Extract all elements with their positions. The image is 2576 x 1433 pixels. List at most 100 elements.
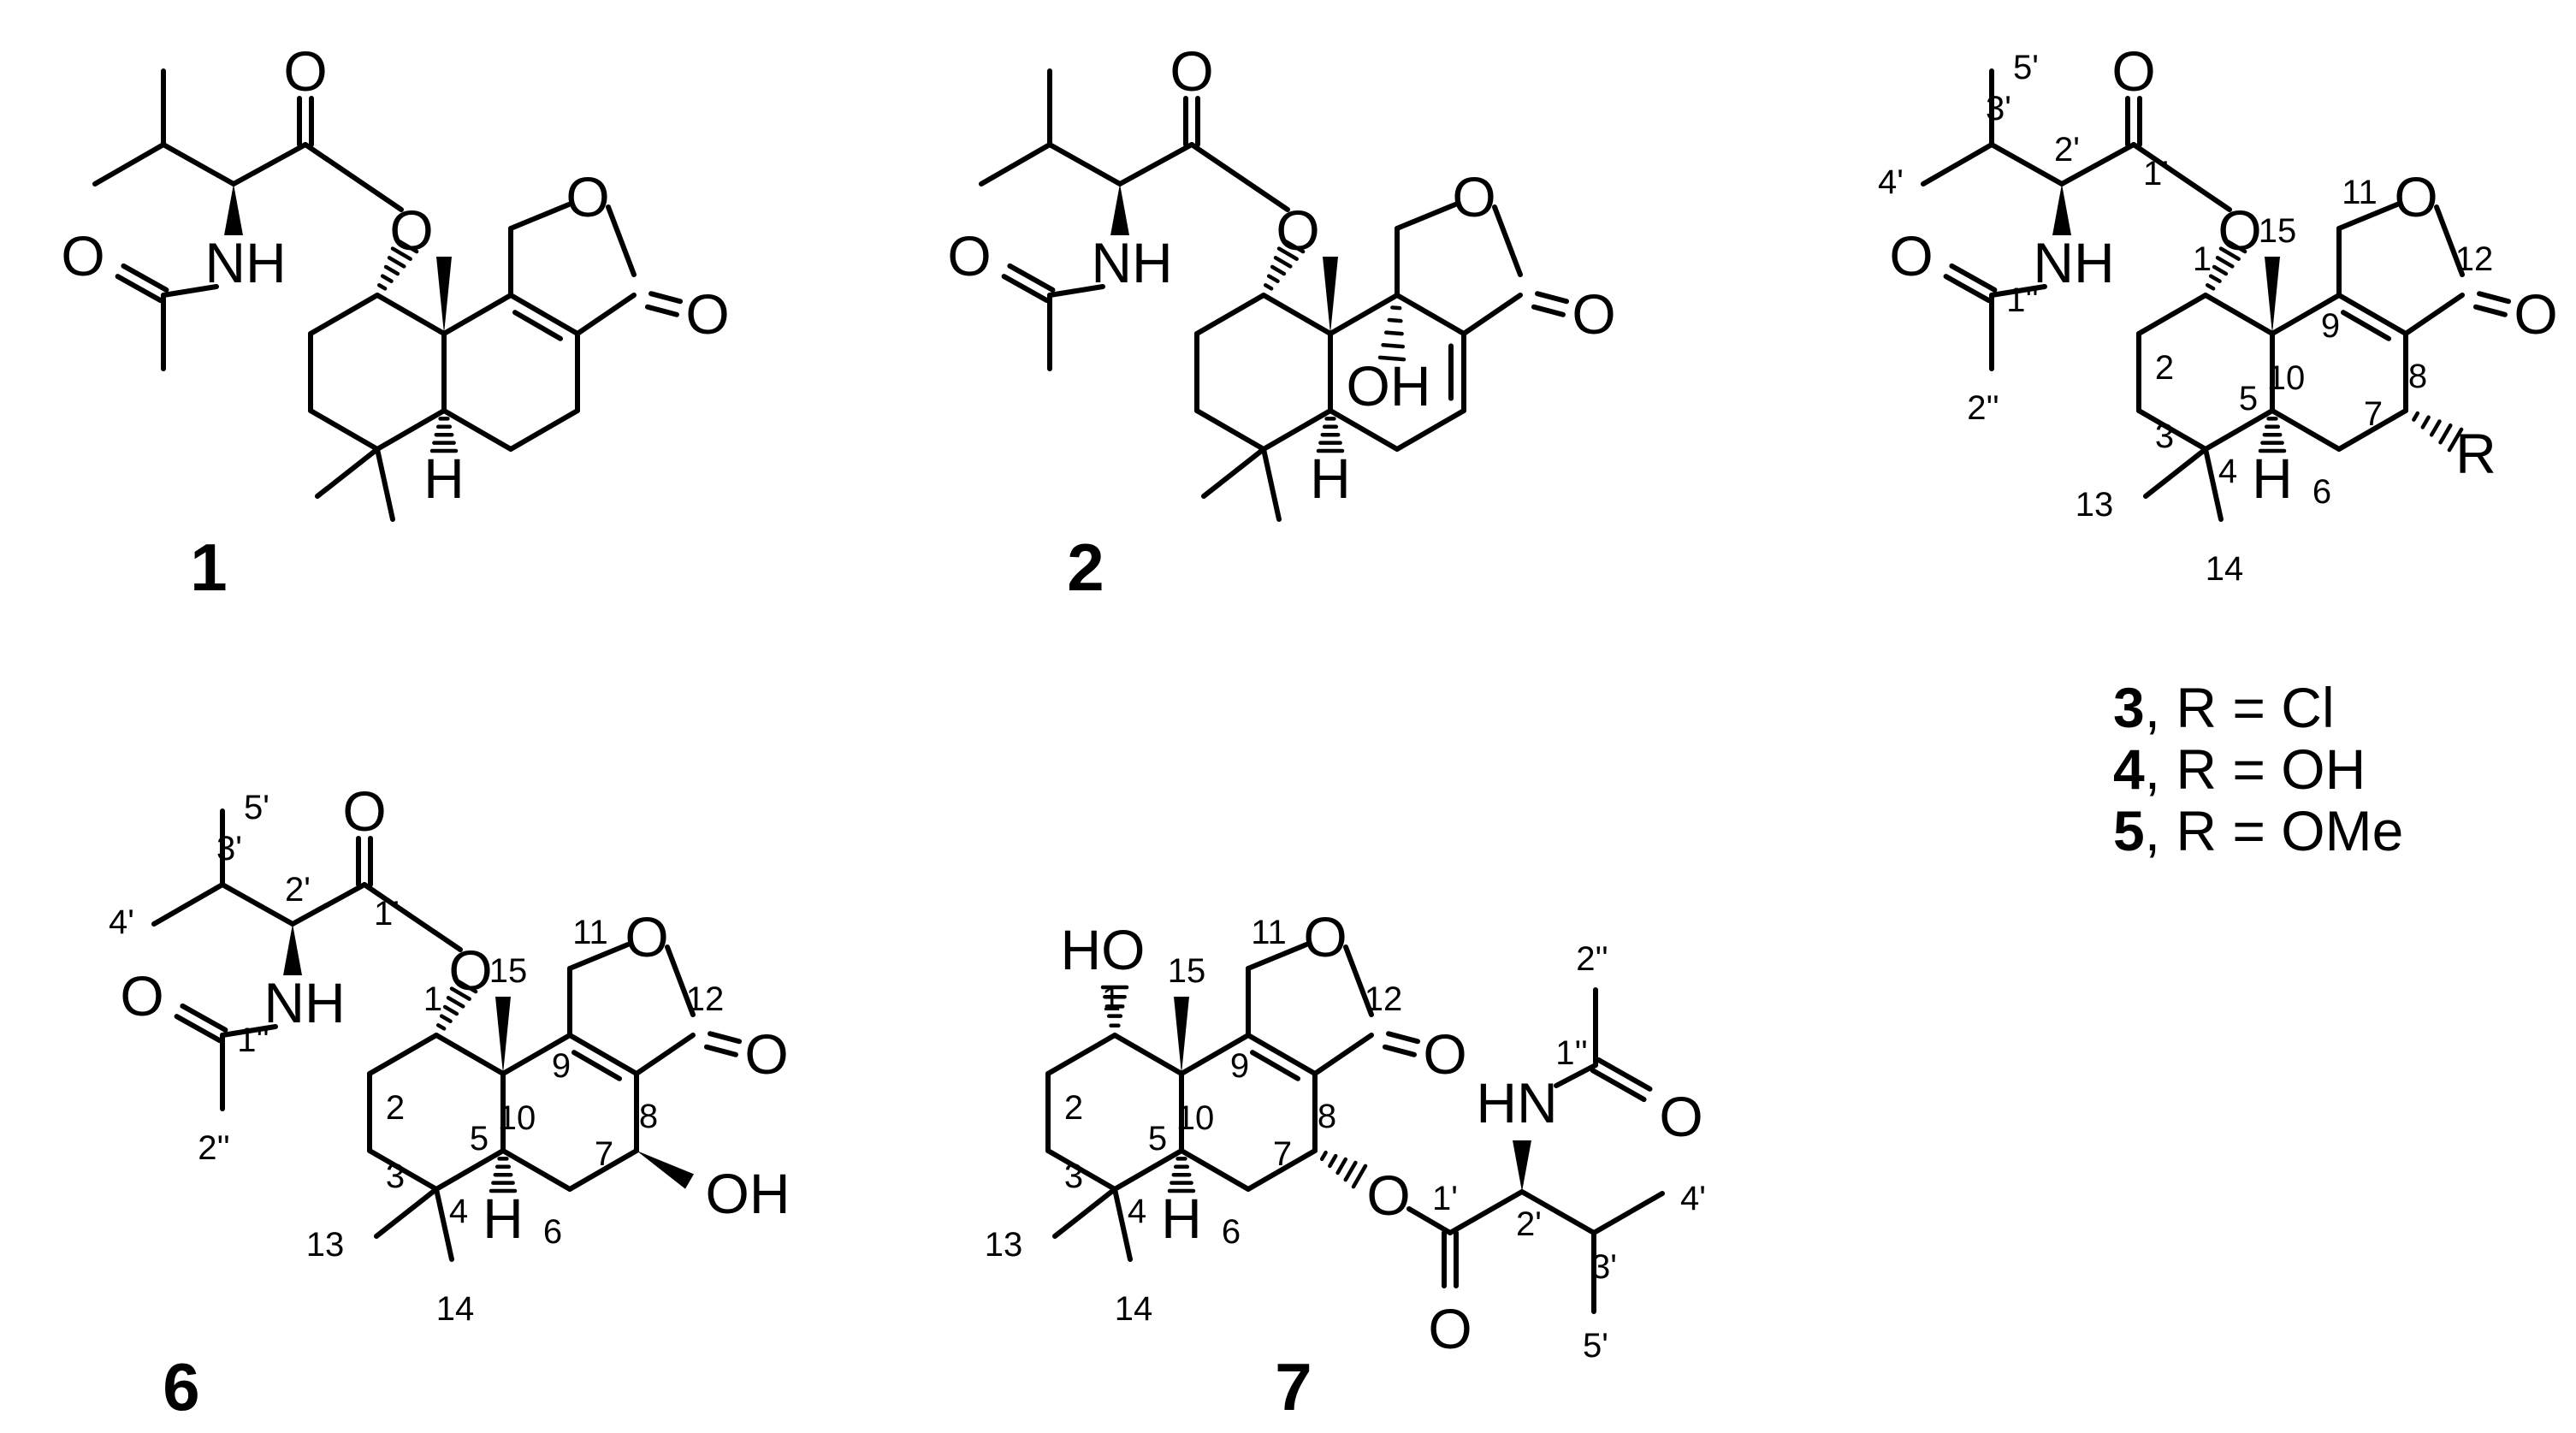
locant-label: 2'' [1576, 940, 1608, 978]
compound-number: 2 [1067, 530, 1104, 605]
oxygen-label: O [1572, 282, 1615, 346]
locant-label: 3' [1591, 1248, 1617, 1286]
double-bond [174, 1014, 222, 1044]
bond [508, 293, 580, 336]
bond [2131, 142, 2232, 212]
oxygen-label: O [685, 282, 729, 346]
bond [290, 882, 367, 927]
amide-nh-label: NH [264, 971, 345, 1034]
bond [375, 447, 395, 522]
amide-oxygen-label: O [120, 964, 163, 1027]
locant-label: 5 [470, 1120, 489, 1158]
double-bond [1382, 1044, 1417, 1057]
compound-number: 7 [1275, 1349, 1312, 1424]
locant-label: 12 [2455, 240, 2494, 278]
bond [161, 142, 236, 187]
bond [1448, 1189, 1525, 1235]
bond [2403, 293, 2465, 336]
bond [1261, 408, 1333, 452]
bond [1246, 942, 1309, 971]
stereo-h-label: H [2252, 447, 2293, 510]
wedge-bond [283, 924, 302, 975]
bond [1395, 293, 1466, 336]
locant-label: 2' [285, 871, 311, 909]
hash-bond [2218, 246, 2241, 261]
locant-label: 2 [386, 1089, 405, 1127]
bond [508, 202, 571, 231]
double-bond [1007, 263, 1056, 293]
bond [500, 1033, 572, 1076]
double-bond [1531, 304, 1566, 317]
double-bond [115, 274, 163, 304]
double-bond [1535, 291, 1570, 305]
bond [979, 142, 1052, 187]
locant-label: 10 [2267, 359, 2306, 397]
wedge-bond [637, 1151, 695, 1189]
locant-label: 3' [1986, 90, 2011, 127]
locant-label: 1'' [237, 1021, 269, 1059]
locant-label: 1'' [2006, 281, 2039, 319]
stereo-h-label: H [423, 447, 465, 510]
hash-bond [2420, 415, 2431, 429]
bond [1194, 293, 1266, 336]
bond [315, 447, 380, 499]
bond [1921, 142, 1994, 187]
hash-bond [1276, 246, 1299, 261]
bond [567, 1148, 639, 1192]
locant-label: 15 [2259, 212, 2297, 250]
bond [375, 408, 447, 452]
bond [1052, 1187, 1117, 1239]
locant-label: 3 [1064, 1158, 1083, 1195]
locant-label: 2'' [198, 1129, 230, 1167]
hash-bond [1351, 1164, 1368, 1189]
locant-label: 13 [985, 1226, 1023, 1264]
wedge-bond [2052, 184, 2071, 235]
locant-label: 14 [1115, 1290, 1153, 1328]
bond [1406, 1206, 1453, 1235]
hash-bond [2447, 427, 2464, 453]
oxygen-label: O [2394, 165, 2437, 228]
bond [1312, 1033, 1374, 1076]
bond [567, 942, 631, 971]
bond [1492, 204, 1523, 277]
double-bond [703, 1044, 738, 1057]
double-bond [1949, 263, 1998, 293]
bond [1179, 1148, 1251, 1192]
wedge-bond [2265, 257, 2280, 334]
r-group-separator: , [2145, 799, 2176, 862]
r-group-compound-id: 5 [2113, 799, 2145, 862]
amide-oxygen-label: O [947, 224, 991, 287]
bond [1194, 408, 1266, 452]
bond [567, 1033, 639, 1076]
bond [1261, 447, 1282, 522]
double-bond [1590, 1068, 1647, 1103]
amide-oxygen-label: O [61, 224, 104, 287]
bond [1395, 408, 1466, 452]
r-group-label: R [2455, 422, 2496, 485]
bond [508, 408, 580, 452]
locant-label: 14 [2206, 550, 2244, 588]
r-group-separator: , [2145, 676, 2176, 739]
carbonyl-oxygen-label: O [2111, 39, 2155, 103]
locant-label: 15 [1168, 952, 1206, 990]
bond [2336, 293, 2408, 336]
locant-label: 2'' [1967, 389, 1999, 427]
hash-bond [1343, 1160, 1358, 1182]
locant-label: 4 [449, 1193, 468, 1230]
locant-label: 7 [595, 1135, 613, 1173]
r-group-row: 5, R = OMe [2113, 799, 2403, 862]
bond [1328, 293, 1400, 336]
bond [1179, 1033, 1251, 1076]
hash-bond [1263, 283, 1274, 291]
oxygen-label: O [625, 905, 668, 968]
locant-label: 14 [436, 1290, 475, 1328]
carbonyl-oxygen-label: O [342, 779, 386, 843]
locant-label: 4' [1878, 163, 1904, 201]
bond [231, 142, 308, 187]
hash-bond [1280, 237, 1306, 254]
locant-label: 2 [1064, 1089, 1083, 1127]
bond [1989, 284, 2047, 298]
bond [1591, 1191, 1665, 1235]
hash-bond [2438, 423, 2453, 445]
